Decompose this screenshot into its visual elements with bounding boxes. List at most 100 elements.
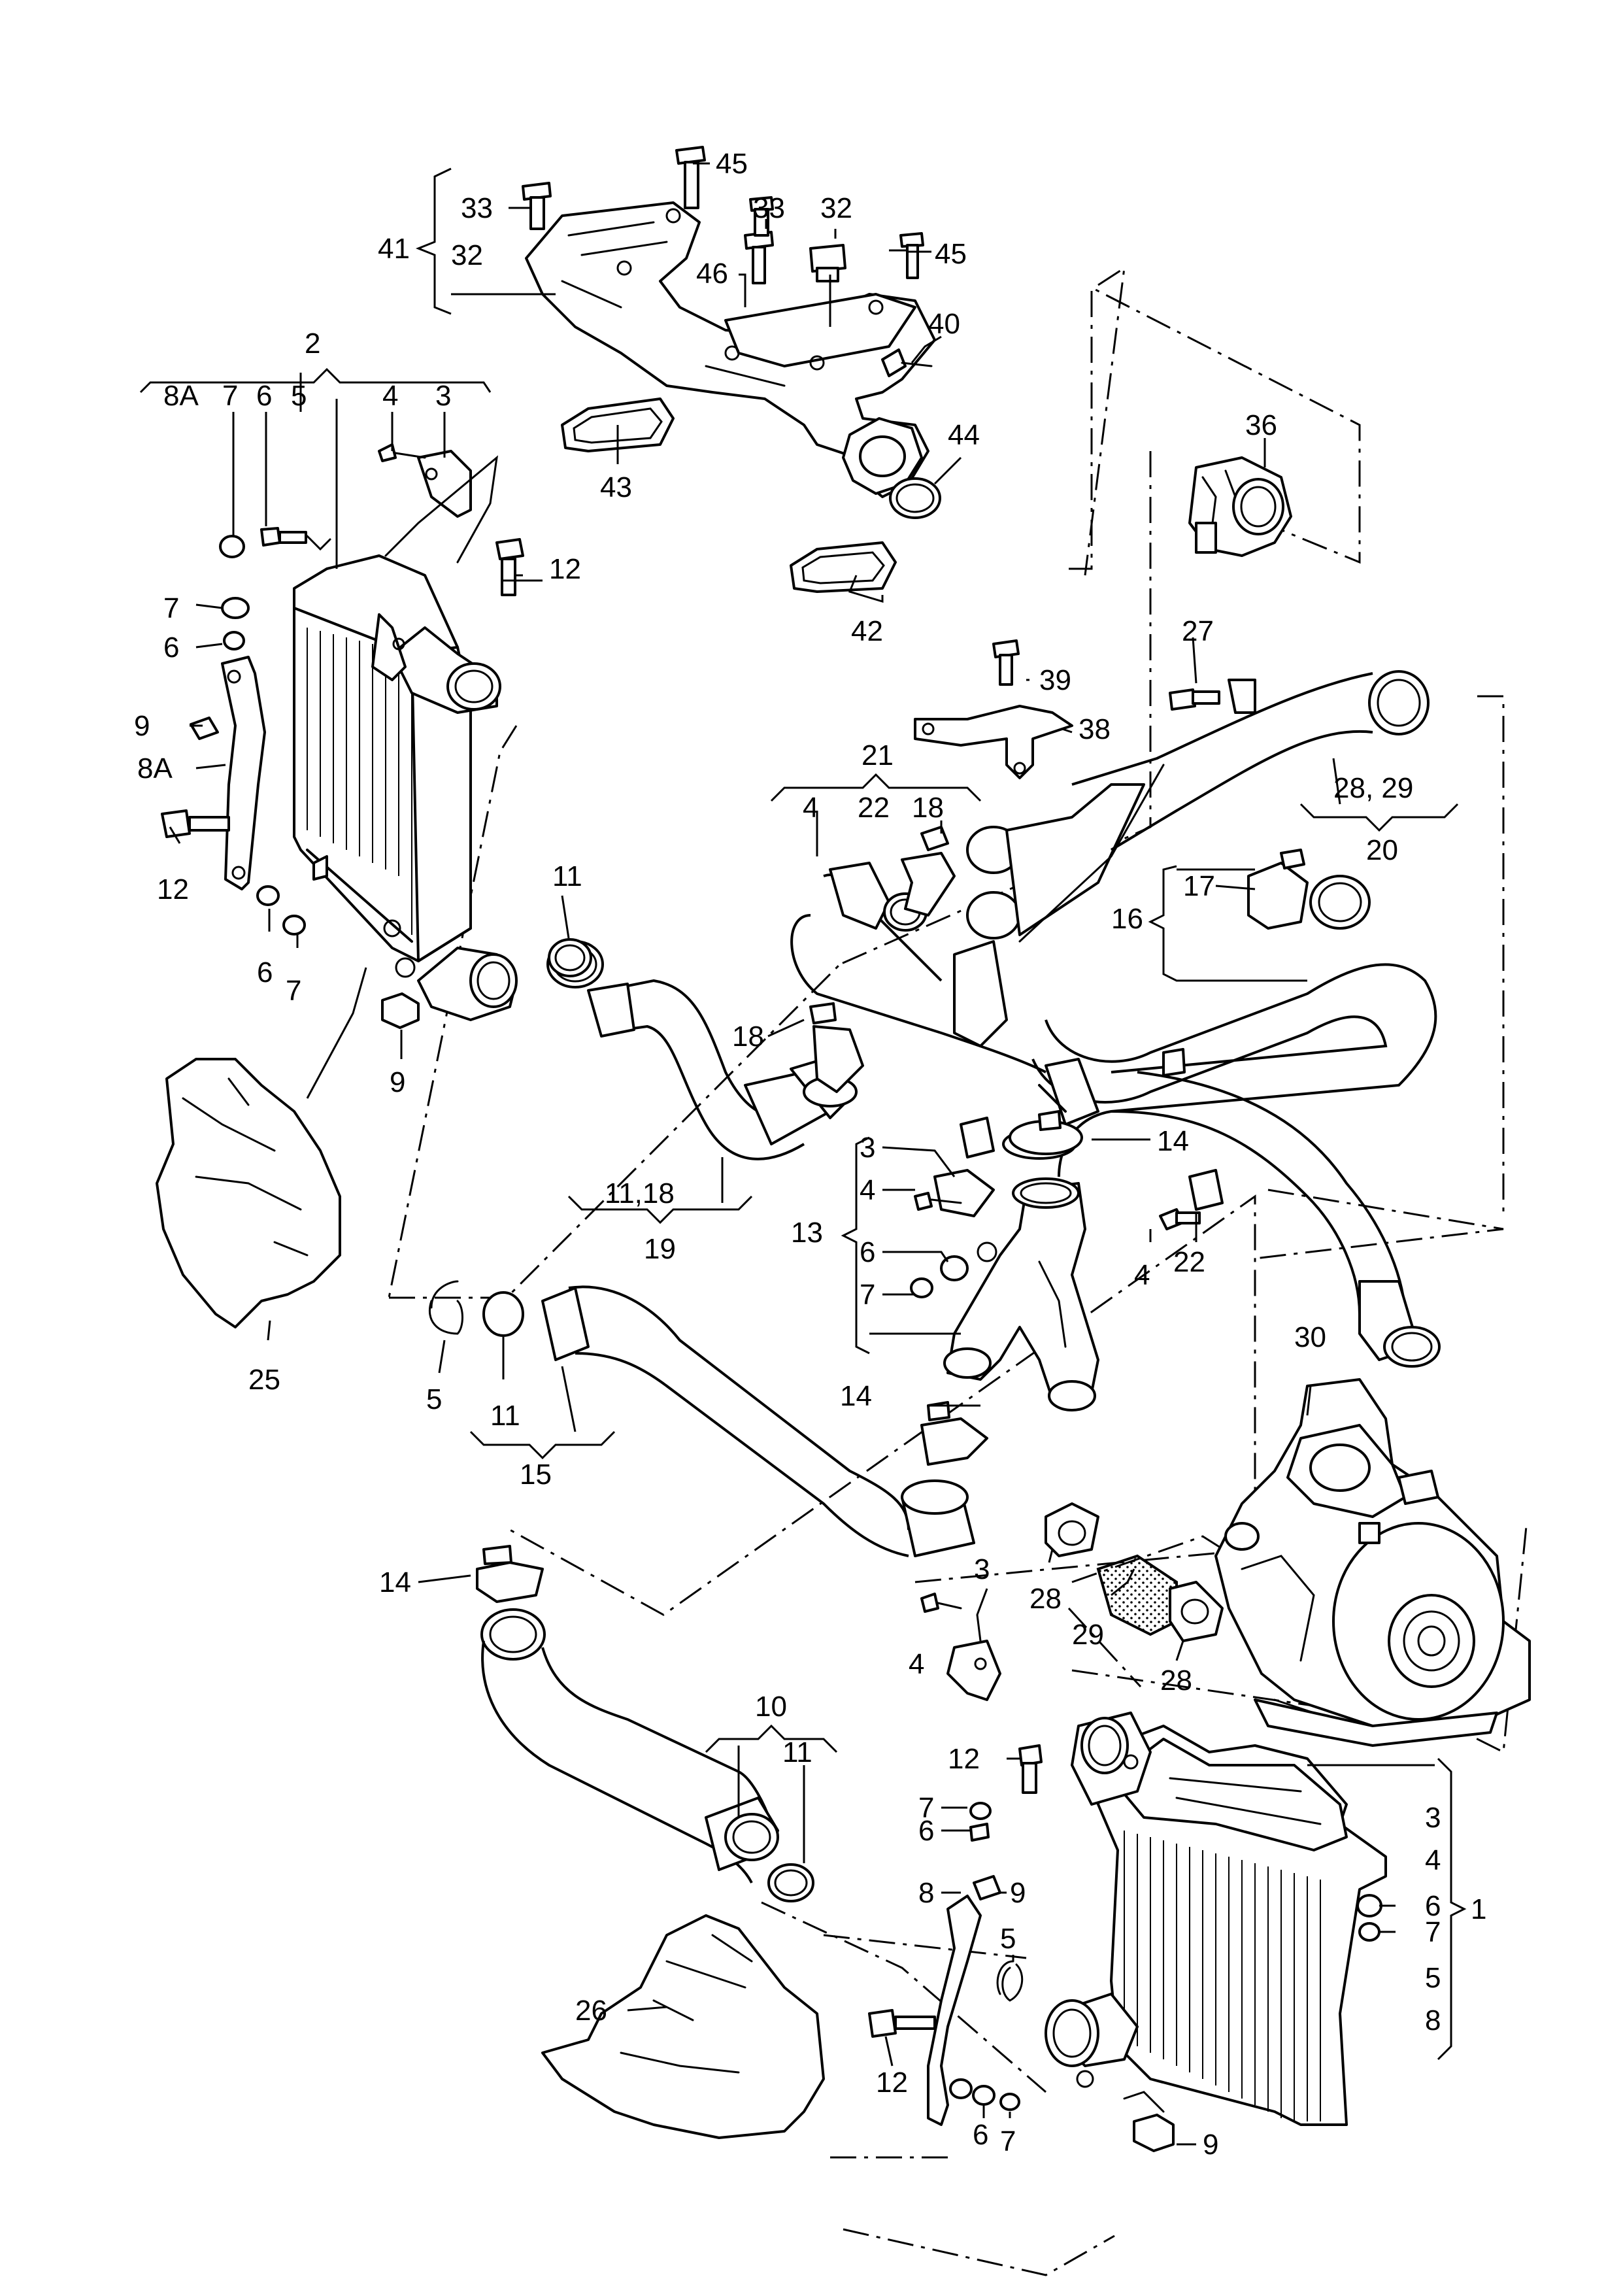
label-6-c: 6 bbox=[973, 2119, 988, 2151]
label-7-c: 7 bbox=[1000, 2125, 1016, 2157]
gasket-42 bbox=[790, 541, 897, 593]
label-26: 26 bbox=[575, 1995, 607, 2027]
air-duct-26 bbox=[541, 1914, 825, 2139]
label-3-top: 3 bbox=[435, 380, 451, 412]
label-9-c: 9 bbox=[1203, 2129, 1218, 2161]
clamp-28-b bbox=[1169, 1581, 1224, 1642]
label-8-1: 8 bbox=[1425, 2004, 1441, 2036]
clamp-18-b bbox=[812, 1025, 864, 1093]
label-2: 2 bbox=[305, 328, 320, 360]
bracket-8A bbox=[161, 597, 306, 936]
label-18-a: 18 bbox=[912, 792, 944, 824]
label-11-18: 11,18 bbox=[605, 1177, 675, 1209]
pipe-21 bbox=[790, 764, 1165, 1073]
label-7-1: 7 bbox=[1425, 1916, 1441, 1948]
label-45-a: 45 bbox=[716, 148, 748, 180]
label-1: 1 bbox=[1471, 1893, 1486, 1925]
label-8-m: 8 bbox=[918, 1877, 934, 1909]
label-3-13: 3 bbox=[860, 1132, 875, 1164]
clamp-14-b bbox=[920, 1417, 988, 1466]
leader-lines bbox=[139, 162, 1467, 2146]
clamp-28-a bbox=[1045, 1502, 1099, 1557]
label-12-c: 12 bbox=[876, 2067, 908, 2099]
label-5-top: 5 bbox=[291, 380, 307, 412]
label-22-21: 22 bbox=[858, 792, 890, 824]
label-4-r: 4 bbox=[1134, 1259, 1150, 1291]
label-44: 44 bbox=[948, 419, 980, 451]
label-40: 40 bbox=[928, 308, 960, 340]
label-45-b: 45 bbox=[935, 238, 967, 270]
label-27: 27 bbox=[1182, 615, 1214, 647]
label-28-a: 28 bbox=[1029, 1583, 1062, 1615]
sensor-3-mid bbox=[946, 1640, 1001, 1701]
throttle-body-36 bbox=[1188, 456, 1292, 557]
label-39: 39 bbox=[1039, 664, 1071, 696]
label-9-m: 9 bbox=[1010, 1877, 1026, 1909]
turbocharger-30 bbox=[1214, 1378, 1531, 1747]
label-10: 10 bbox=[755, 1691, 787, 1723]
sensor-3-top bbox=[417, 450, 472, 518]
label-7-top: 7 bbox=[222, 380, 238, 412]
label-5-m: 5 bbox=[1000, 1923, 1016, 1955]
label-9-b: 9 bbox=[390, 1066, 405, 1098]
label-22-r: 22 bbox=[1173, 1246, 1205, 1278]
label-14-b: 14 bbox=[840, 1380, 872, 1412]
bracket-38 bbox=[914, 705, 1073, 779]
label-8A-l: 8A bbox=[137, 752, 173, 785]
hose-20 bbox=[1031, 670, 1441, 1368]
label-29: 29 bbox=[1072, 1619, 1104, 1651]
label-4-top: 4 bbox=[382, 380, 398, 412]
label-6-l: 6 bbox=[163, 632, 179, 664]
clamp-18-a bbox=[901, 852, 956, 917]
o-ring-11-c bbox=[482, 1291, 524, 1337]
label-19: 19 bbox=[644, 1233, 676, 1265]
label-33-a: 33 bbox=[461, 192, 493, 224]
label-46: 46 bbox=[696, 258, 728, 290]
label-15: 15 bbox=[520, 1459, 552, 1491]
intake-manifold bbox=[525, 201, 936, 498]
label-28-29: 28, 29 bbox=[1333, 772, 1413, 804]
label-3-1: 3 bbox=[1425, 1802, 1441, 1834]
label-5-1: 5 bbox=[1425, 1962, 1441, 1994]
label-6-1: 6 bbox=[1425, 1890, 1441, 1922]
clamp-14-c bbox=[476, 1561, 544, 1603]
label-4-m: 4 bbox=[909, 1648, 924, 1680]
label-3-m: 3 bbox=[974, 1553, 990, 1585]
label-7-b: 7 bbox=[286, 975, 301, 1007]
label-7-m: 7 bbox=[918, 1792, 934, 1824]
label-14-c: 14 bbox=[379, 1566, 411, 1598]
label-28-b: 28 bbox=[1160, 1664, 1192, 1697]
label-43: 43 bbox=[600, 471, 632, 503]
label-6-m: 6 bbox=[918, 1815, 934, 1847]
label-42: 42 bbox=[851, 615, 883, 647]
label-6-top: 6 bbox=[256, 380, 272, 412]
label-4-21: 4 bbox=[803, 792, 818, 824]
label-12-a: 12 bbox=[549, 553, 581, 585]
bracket-8 bbox=[927, 1895, 982, 2126]
label-7-13: 7 bbox=[860, 1279, 875, 1311]
label-21: 21 bbox=[862, 739, 894, 771]
intercooler-left bbox=[293, 554, 501, 978]
callout-labels: 45 33 41 32 33 32 46 45 40 43 44 42 36 2… bbox=[134, 148, 1486, 2161]
label-8A-top: 8A bbox=[163, 380, 199, 412]
label-11-15: 11 bbox=[490, 1400, 520, 1432]
label-20: 20 bbox=[1366, 834, 1398, 866]
label-13: 13 bbox=[791, 1217, 823, 1249]
label-4-1: 4 bbox=[1425, 1844, 1441, 1876]
label-30: 30 bbox=[1294, 1321, 1326, 1353]
manifold-bolts bbox=[522, 146, 933, 377]
intercooler-right bbox=[1045, 1712, 1387, 2126]
label-41: 41 bbox=[378, 233, 410, 265]
label-38: 38 bbox=[1079, 713, 1111, 745]
label-36: 36 bbox=[1245, 409, 1277, 441]
label-16: 16 bbox=[1111, 903, 1143, 935]
label-11-10: 11 bbox=[782, 1736, 812, 1768]
clamp-17 bbox=[1247, 862, 1309, 930]
y-pipe-13 bbox=[910, 1117, 1099, 1411]
label-14-a: 14 bbox=[1157, 1125, 1189, 1157]
label-4-13: 4 bbox=[860, 1174, 875, 1206]
hose-19 bbox=[546, 940, 858, 1160]
air-duct-25 bbox=[156, 1058, 341, 1328]
label-5-15: 5 bbox=[426, 1383, 442, 1415]
